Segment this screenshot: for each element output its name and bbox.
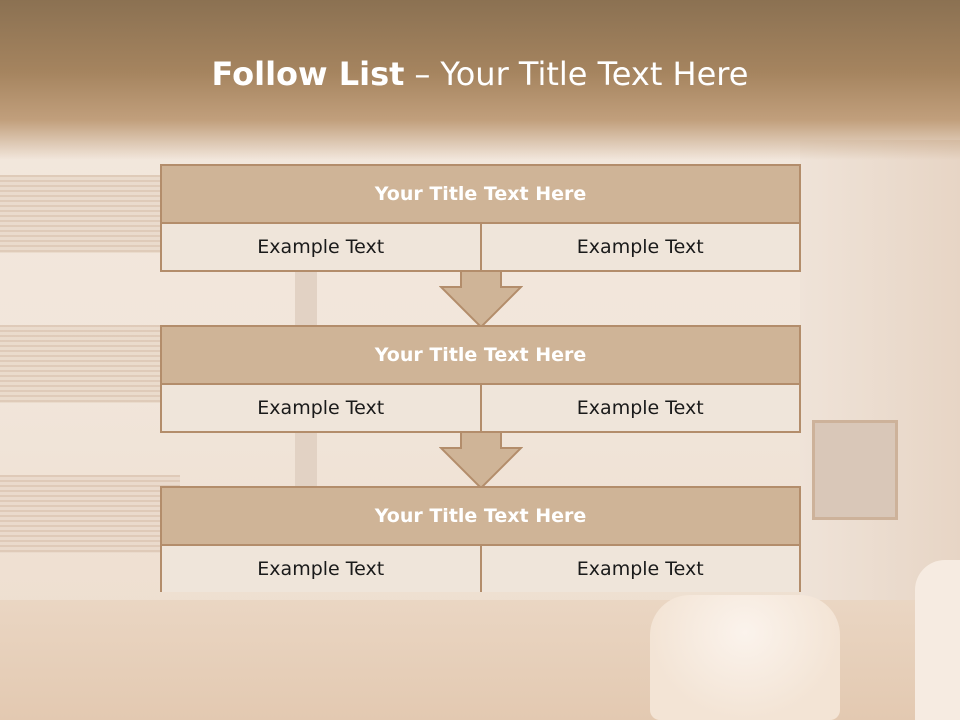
- block-cell-right: Example Text: [479, 385, 799, 431]
- slide-title-bold: Follow List: [211, 55, 405, 93]
- follow-list-block: Your Title Text Here Example Text Exampl…: [160, 486, 801, 592]
- block-row: Example Text Example Text: [162, 385, 799, 431]
- slide-title-rest: Your Title Text Here: [440, 55, 749, 93]
- block-cell-right: Example Text: [479, 546, 799, 592]
- block-cell-left: Example Text: [162, 385, 480, 431]
- follow-list-block: Your Title Text Here Example Text Exampl…: [160, 325, 801, 433]
- follow-list-block: Your Title Text Here Example Text Exampl…: [160, 164, 801, 272]
- block-title: Your Title Text Here: [162, 327, 799, 385]
- chair: [915, 560, 960, 720]
- down-arrow-icon: [439, 271, 523, 329]
- slide-title: Follow List–Your Title Text Here: [0, 55, 960, 93]
- block-cell-left: Example Text: [162, 224, 480, 270]
- chair: [650, 595, 840, 720]
- block-cell-right: Example Text: [479, 224, 799, 270]
- window-blinds: [0, 325, 180, 403]
- block-title: Your Title Text Here: [162, 488, 799, 546]
- block-title: Your Title Text Here: [162, 166, 799, 224]
- block-row: Example Text Example Text: [162, 546, 799, 592]
- window-blinds: [0, 175, 180, 253]
- background-wall: [800, 140, 960, 620]
- down-arrow-icon: [439, 432, 523, 490]
- header-band: [0, 0, 960, 160]
- window-blinds: [0, 475, 180, 553]
- slide-title-dash: –: [414, 55, 431, 93]
- block-row: Example Text Example Text: [162, 224, 799, 270]
- block-cell-left: Example Text: [162, 546, 480, 592]
- aquarium: [812, 420, 898, 520]
